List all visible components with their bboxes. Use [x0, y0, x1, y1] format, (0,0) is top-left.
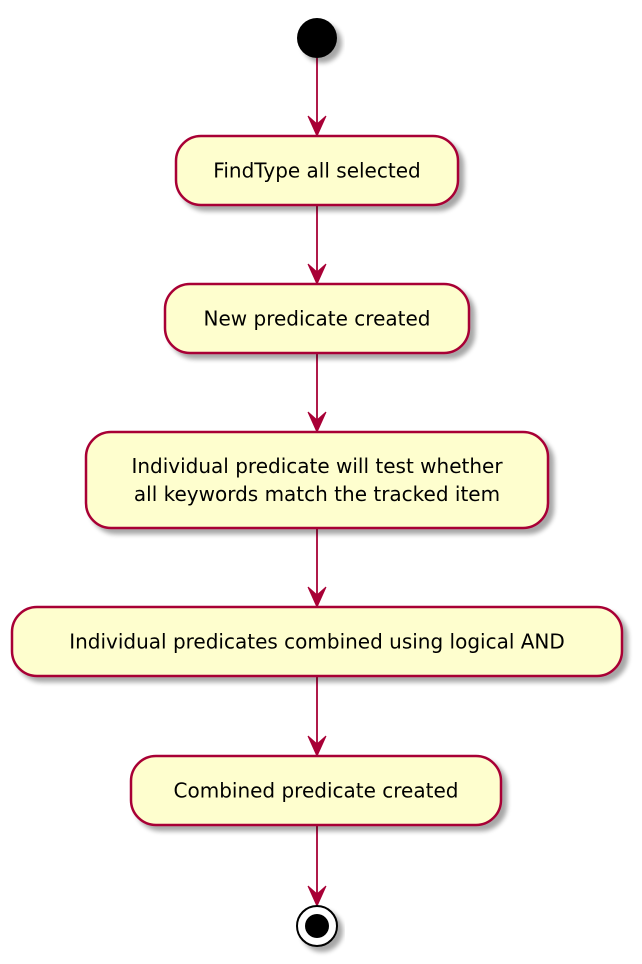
activity-label: New predicate created	[204, 307, 431, 331]
activity-label: Individual predicates combined using log…	[69, 630, 565, 654]
start-node	[297, 18, 337, 58]
activity-label: all keywords match the tracked item	[134, 482, 500, 506]
edge-start-to-findtype	[307, 58, 327, 138]
end-dot	[305, 914, 329, 938]
edge-findtype-to-new-predicate	[307, 205, 327, 286]
activity-box	[174, 134, 460, 207]
edge-individual-predicate-to-combine-and	[307, 528, 327, 609]
activity-node-findtype: FindType all selected	[174, 134, 460, 207]
activity-label: Combined predicate created	[174, 779, 459, 803]
arrowhead	[307, 115, 327, 138]
activity-label: FindType all selected	[213, 159, 420, 183]
activity-box	[10, 605, 624, 678]
activity-node-combined-predicate: Combined predicate created	[129, 754, 503, 827]
activity-node-combine-and: Individual predicates combined using log…	[10, 605, 624, 678]
activity-box	[84, 430, 550, 530]
activity-node-individual-predicate: Individual predicate will test whether al…	[84, 430, 550, 530]
arrowhead	[307, 586, 327, 609]
arrowhead	[307, 411, 327, 434]
arrowhead	[307, 735, 327, 758]
edges	[307, 58, 327, 908]
activity-box	[129, 754, 503, 827]
activity-node-new-predicate: New predicate created	[163, 282, 471, 355]
end-node	[296, 905, 338, 947]
activity-label: Individual predicate will test whether	[131, 454, 503, 478]
edge-new-predicate-to-individual-predicate	[307, 353, 327, 434]
arrowhead	[307, 263, 327, 286]
edge-combine-and-to-combined-predicate	[307, 676, 327, 758]
arrowhead	[307, 885, 327, 908]
edge-combined-predicate-to-end	[307, 825, 327, 908]
activity-box	[163, 282, 471, 355]
